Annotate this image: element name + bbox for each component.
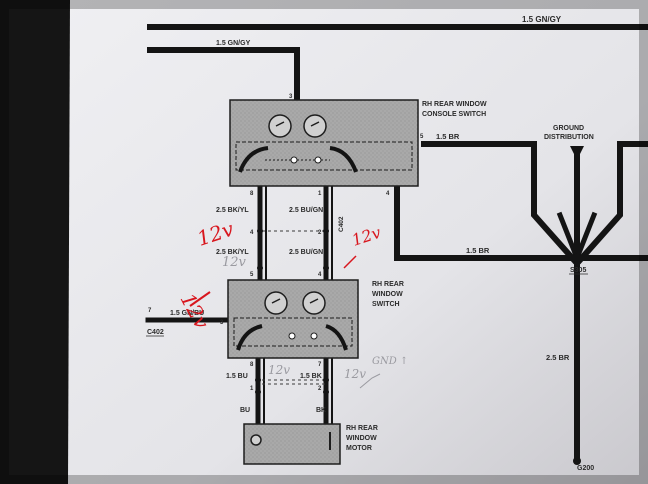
- pin-switch-tr: 4: [318, 272, 322, 278]
- ground-dist-label-2: DISTRIBUTION: [544, 134, 594, 141]
- pin-switch-tl: 5: [250, 272, 254, 278]
- connector-c402a-label: C402: [338, 216, 345, 232]
- wire-label-motor-left: 1.5 BU: [226, 373, 248, 380]
- wire-fan-2: [573, 211, 598, 262]
- window-motor-box: [243, 423, 341, 465]
- terminals: [255, 228, 329, 395]
- wire-label-left-a: 2.5 BK/YL: [216, 207, 249, 214]
- ground-g200-symbol: [573, 457, 581, 465]
- console-switch-label-2: CONSOLE SWITCH: [422, 111, 486, 118]
- wire-console-right: [421, 141, 579, 265]
- pin-numbers: 3 8 1 4 5 4 2 5 4 3 8 7 1 2 7: [148, 94, 424, 392]
- pin-c402-r: 2: [318, 230, 322, 236]
- paper-sheet: [68, 0, 648, 484]
- motor-label-3: MOTOR: [346, 445, 372, 452]
- connector-c402b-label: C402: [147, 329, 164, 336]
- connector-dashes: [262, 230, 326, 385]
- wire-label-top-main: 1.5 GN/GY: [522, 15, 562, 24]
- component-labels: RH REAR WINDOW CONSOLE SWITCH RH REAR WI…: [147, 101, 594, 472]
- wire-label-motor-left-short: BU: [240, 407, 250, 414]
- pin-console-bm: 1: [318, 191, 322, 197]
- pencil-note-12v-c: 12v: [344, 367, 366, 381]
- pencil-note-gnd: GND ↑: [372, 356, 408, 367]
- wire-label-left-b: 2.5 BK/YL: [216, 249, 249, 256]
- motor-label-2: WINDOW: [346, 435, 377, 442]
- wire-label-right-a: 2.5 BU/GN: [289, 207, 323, 214]
- pin-switch-bl: 8: [250, 362, 254, 368]
- wire-label-right-b: 2.5 BU/GN: [289, 249, 323, 256]
- pin-switch-br: 7: [318, 362, 322, 368]
- pin-console-bl: 8: [250, 191, 254, 197]
- splice-s305-label: S305: [570, 267, 586, 274]
- wire-ground-fan-r: [575, 141, 623, 265]
- wire-fan-1: [556, 211, 581, 262]
- wire-label-ground-h: 1.5 BR: [466, 246, 490, 255]
- wire-labels: 1.5 GN/GY 1.5 GN/GY 1.5 BR 1.5 BR 2.5 BR…: [170, 15, 570, 414]
- window-switch-label-2: WINDOW: [372, 291, 403, 298]
- wire-label-top-branch: 1.5 GN/GY: [216, 40, 251, 47]
- splice-s305-dot: [572, 253, 582, 263]
- wire-label-ground-down: 2.5 BR: [546, 353, 570, 362]
- window-switch-label-1: RH REAR: [372, 281, 404, 288]
- console-switch-box: [229, 99, 419, 187]
- pin-console-right: 5: [420, 134, 424, 140]
- motor-label-1: RH REAR: [346, 425, 378, 432]
- pin-feed-num: 7: [148, 308, 152, 314]
- window-switch-label-3: SWITCH: [372, 301, 400, 308]
- wire-label-console-right: 1.5 BR: [436, 132, 460, 141]
- wires: [145, 24, 648, 463]
- window-switch-box: [227, 279, 359, 359]
- pin-motor-r: 2: [318, 386, 322, 392]
- wire-label-feed-left: 1.5 GN/BU: [170, 310, 204, 317]
- pencil-note-12v-a: 12v: [222, 255, 247, 270]
- wire-top-branch: [147, 47, 300, 103]
- pin-console-top: 3: [289, 94, 293, 100]
- pencil-note-12v-b: 12v: [268, 363, 290, 377]
- ground-g200-label: G200: [577, 465, 594, 472]
- wire-label-motor-right-short: BK: [316, 407, 326, 414]
- pin-switch-left: 3: [220, 320, 224, 326]
- console-switch-label-1: RH REAR WINDOW: [422, 101, 487, 108]
- pin-c402-l: 4: [250, 230, 254, 236]
- ground-dist-label-1: GROUND: [553, 125, 584, 132]
- ground-distribution-arrow: [570, 146, 584, 160]
- pin-motor-l: 1: [250, 386, 254, 392]
- wire-label-motor-right: 1.5 BK: [300, 373, 322, 380]
- wire-ground-h: [394, 182, 648, 261]
- pin-console-br: 4: [386, 191, 390, 197]
